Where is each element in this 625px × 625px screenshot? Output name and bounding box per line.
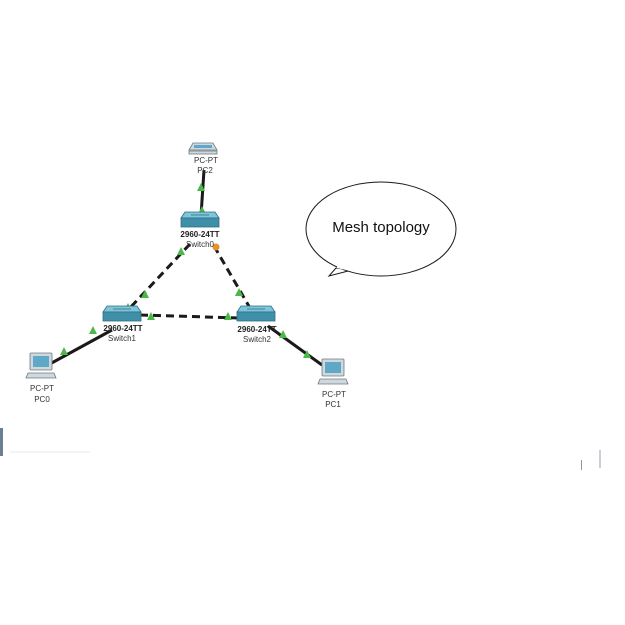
switch2-model-label: 2960-24TT <box>237 325 277 334</box>
pc2-name-label: PC2 <box>197 166 213 175</box>
pc-icon[interactable] <box>188 142 218 155</box>
port-indicator <box>197 183 205 191</box>
switch2-name-label: Switch2 <box>242 335 272 344</box>
switch0-model-label: 2960-24TT <box>180 230 220 239</box>
port-indicator <box>60 347 68 355</box>
speech-bubble <box>305 181 457 277</box>
pc1-model-label: PC-PT <box>322 390 346 399</box>
pc0-name-label: PC0 <box>34 395 50 404</box>
port-indicator <box>177 247 185 255</box>
pc-icon[interactable] <box>25 352 57 379</box>
port-indicator <box>303 350 311 358</box>
link-switch0-switch2 <box>212 245 252 309</box>
port-indicator <box>147 312 155 320</box>
bubble-text: Mesh topology <box>332 219 430 236</box>
port-indicator-pending <box>212 243 220 251</box>
port-indicator <box>224 312 232 320</box>
switch-icon[interactable] <box>236 305 276 322</box>
pc1-name-label: PC1 <box>325 400 341 409</box>
switch1-name-label: Switch1 <box>107 334 137 343</box>
switch-icon[interactable] <box>102 305 142 322</box>
port-indicator <box>279 330 287 338</box>
pc0-model-label: PC-PT <box>30 384 54 393</box>
link-switch2-pc1 <box>267 324 323 367</box>
port-indicator <box>235 288 243 296</box>
port-indicator <box>89 326 97 334</box>
pc-icon[interactable] <box>317 358 349 385</box>
link-switch1-pc0 <box>47 328 113 367</box>
port-indicator <box>141 290 149 298</box>
switch0-name-label: Switch0 <box>185 240 215 249</box>
link-switch1-switch2 <box>139 313 241 320</box>
switch1-model-label: 2960-24TT <box>103 324 143 333</box>
switch-icon[interactable] <box>180 211 220 228</box>
scan-artifacts <box>0 428 601 470</box>
pc2-model-label: PC-PT <box>194 156 218 165</box>
